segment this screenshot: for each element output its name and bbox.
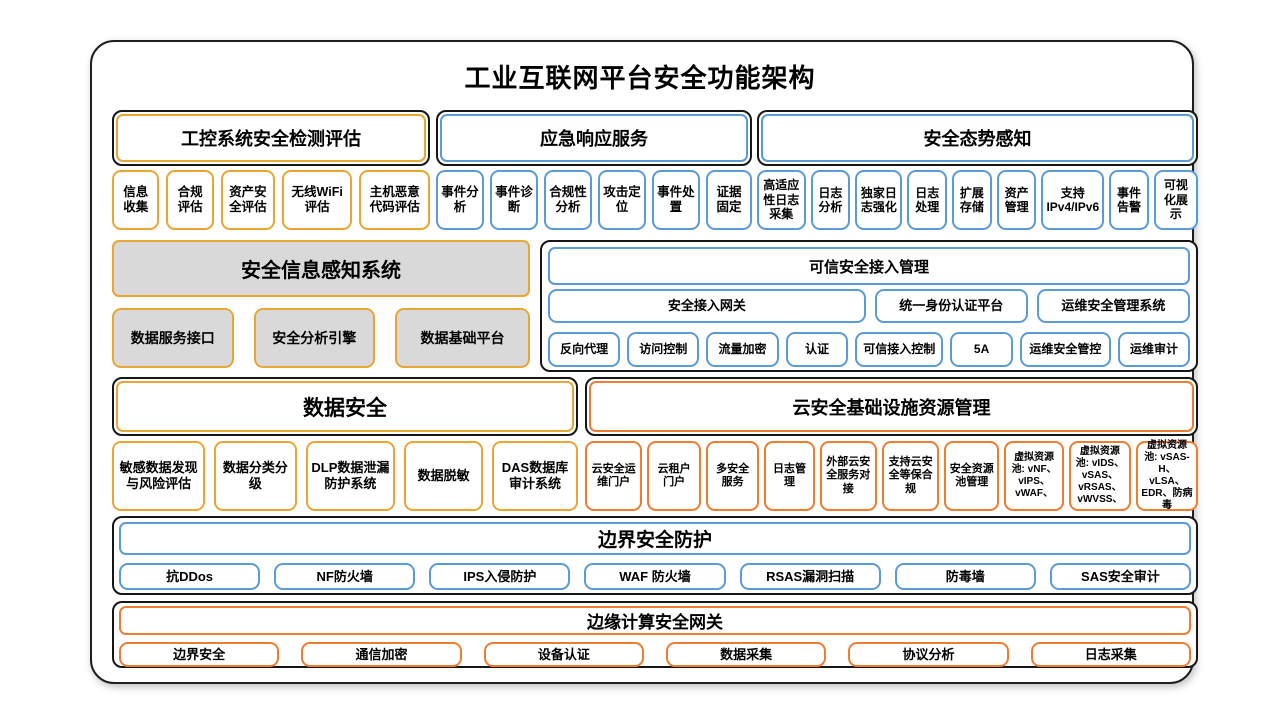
emergency-response-items: 事件分析 事件诊断 合规性分析 攻击定位 事件处置 证据固定 <box>436 170 752 230</box>
list-item: 安全分析引擎 <box>253 308 376 368</box>
list-item: 通信加密 <box>301 642 462 667</box>
page-title: 工业互联网平台安全功能架构 <box>464 63 816 93</box>
list-item: 5A <box>950 332 1014 367</box>
list-item: 事件告警 <box>1109 170 1149 230</box>
list-item: 资产安全评估 <box>220 170 275 230</box>
list-item: 运维审计 <box>1117 332 1191 367</box>
section-title: 云安全基础设施资源管理 <box>589 381 1194 432</box>
security-info-perception-items: 数据服务接口 安全分析引擎 数据基础平台 <box>112 308 530 368</box>
list-item: 事件处置 <box>651 170 700 230</box>
list-item: 多安全服务 <box>705 441 760 511</box>
list-item: 认证 <box>785 332 849 367</box>
list-item: 信息收集 <box>112 170 160 230</box>
list-item: 防毒墙 <box>894 563 1036 590</box>
section-situation-awareness-header: 安全态势感知 <box>757 110 1198 166</box>
list-item: IPS入侵防护 <box>429 563 571 590</box>
list-item: 资产管理 <box>996 170 1037 230</box>
section-cloud-security-header: 云安全基础设施资源管理 <box>585 377 1198 436</box>
cloud-security-items: 云安全运维门户 云租户门户 多安全服务 日志管理 外部云安全服务对接 支持云安全… <box>585 440 1198 511</box>
section-data-security-header: 数据安全 <box>112 377 578 436</box>
list-item: 抗DDos <box>119 563 261 590</box>
edge-gateway-items: 边界安全 通信加密 设备认证 数据采集 协议分析 日志采集 <box>119 642 1191 667</box>
list-item: 安全资源池管理 <box>944 441 1000 511</box>
section-trusted-access: 可信安全接入管理 安全接入网关 统一身份认证平台 运维安全管理系统 反向代理 访… <box>540 240 1198 372</box>
list-item: 独家日志强化 <box>855 170 903 230</box>
list-item: 安全接入网关 <box>548 289 866 323</box>
border-protection-items: 抗DDos NF防火墙 IPS入侵防护 WAF 防火墙 RSAS漏洞扫描 防毒墙… <box>119 563 1191 590</box>
list-item: NF防火墙 <box>274 563 416 590</box>
list-item: 主机恶意代码评估 <box>359 170 431 230</box>
ics-assessment-items: 信息收集 合规评估 资产安全评估 无线WiFi评估 主机恶意代码评估 <box>112 170 431 230</box>
list-item: 日志采集 <box>1030 642 1191 667</box>
list-item: 支持云安全等保合规 <box>881 441 940 511</box>
section-title: 边缘计算安全网关 <box>119 606 1191 635</box>
list-item: 无线WiFi评估 <box>281 170 353 230</box>
list-item: 协议分析 <box>848 642 1009 667</box>
list-item: 流量加密 <box>706 332 779 367</box>
situation-awareness-items: 高适应性日志采集 日志分析 独家日志强化 日志处理 扩展存储 资产管理 支持IP… <box>757 170 1198 230</box>
list-item: 可视化展示 <box>1153 170 1198 230</box>
list-item: DAS数据库审计系统 <box>492 441 578 511</box>
list-item: 攻击定位 <box>597 170 646 230</box>
list-item: 可信接入控制 <box>855 332 944 367</box>
list-item: RSAS漏洞扫描 <box>739 563 881 590</box>
list-item: WAF 防火墙 <box>584 563 726 590</box>
list-item: 高适应性日志采集 <box>757 170 806 230</box>
list-item: 合规评估 <box>166 170 214 230</box>
list-item: 日志分析 <box>810 170 851 230</box>
list-item: 数据基础平台 <box>395 308 530 368</box>
section-title: 边界安全防护 <box>119 522 1191 555</box>
section-border-protection: 边界安全防护 抗DDos NF防火墙 IPS入侵防护 WAF 防火墙 RSAS漏… <box>112 516 1198 595</box>
list-item: 扩展存储 <box>952 170 992 230</box>
list-item: 支持IPv4/IPv6 <box>1041 170 1105 230</box>
trusted-access-mid-items: 安全接入网关 统一身份认证平台 运维安全管理系统 <box>548 289 1190 323</box>
list-item: 反向代理 <box>548 332 621 367</box>
list-item: 数据脱敏 <box>404 441 483 511</box>
list-item: 边界安全 <box>119 642 280 667</box>
list-item: 虚拟资源池: vNF、vIPS、vWAF、 <box>1004 441 1064 511</box>
list-item: 日志处理 <box>907 170 948 230</box>
section-ics-assessment-header: 工控系统安全检测评估 <box>112 110 430 166</box>
data-security-items: 敏感数据发现与风险评估 数据分类分级 DLP数据泄漏防护系统 数据脱敏 DAS数… <box>112 441 578 511</box>
trusted-access-items: 反向代理 访问控制 流量加密 认证 可信接入控制 5A 运维安全管控 运维审计 <box>548 332 1191 367</box>
section-title: 安全态势感知 <box>761 114 1194 162</box>
list-item: 运维安全管控 <box>1020 332 1111 367</box>
list-item: 统一身份认证平台 <box>874 289 1028 323</box>
list-item: 虚拟资源池: vSAS-H、vLSA、EDR、防病毒 <box>1135 440 1198 511</box>
section-title: 应急响应服务 <box>440 114 748 162</box>
list-item: 云租户门户 <box>647 441 701 511</box>
list-item: 设备认证 <box>483 642 644 667</box>
section-title: 可信安全接入管理 <box>548 247 1190 285</box>
list-item: 事件分析 <box>436 170 484 230</box>
section-title: 数据安全 <box>116 381 574 432</box>
list-item: 证据固定 <box>705 170 752 230</box>
list-item: 数据分类分级 <box>214 441 297 511</box>
section-edge-gateway: 边缘计算安全网关 边界安全 通信加密 设备认证 数据采集 协议分析 日志采集 <box>112 601 1198 668</box>
section-security-info-perception-header: 安全信息感知系统 <box>112 240 530 297</box>
list-item: 敏感数据发现与风险评估 <box>112 441 206 511</box>
list-item: 合规性分析 <box>543 170 592 230</box>
list-item: 访问控制 <box>627 332 700 367</box>
section-title: 安全信息感知系统 <box>112 240 530 297</box>
list-item: 虚拟资源池: vIDS、vSAS、vRSAS、vWVSS、 <box>1068 441 1131 511</box>
list-item: SAS安全审计 <box>1049 563 1191 590</box>
list-item: 事件诊断 <box>489 170 538 230</box>
section-title: 工控系统安全检测评估 <box>116 114 426 162</box>
list-item: 云安全运维门户 <box>585 441 643 511</box>
section-emergency-response-header: 应急响应服务 <box>436 110 752 166</box>
list-item: 数据服务接口 <box>112 308 234 368</box>
list-item: DLP数据泄漏防护系统 <box>305 441 396 511</box>
list-item: 外部云安全服务对接 <box>819 441 877 511</box>
list-item: 运维安全管理系统 <box>1036 289 1190 323</box>
list-item: 数据采集 <box>665 642 827 667</box>
list-item: 日志管理 <box>764 441 815 511</box>
